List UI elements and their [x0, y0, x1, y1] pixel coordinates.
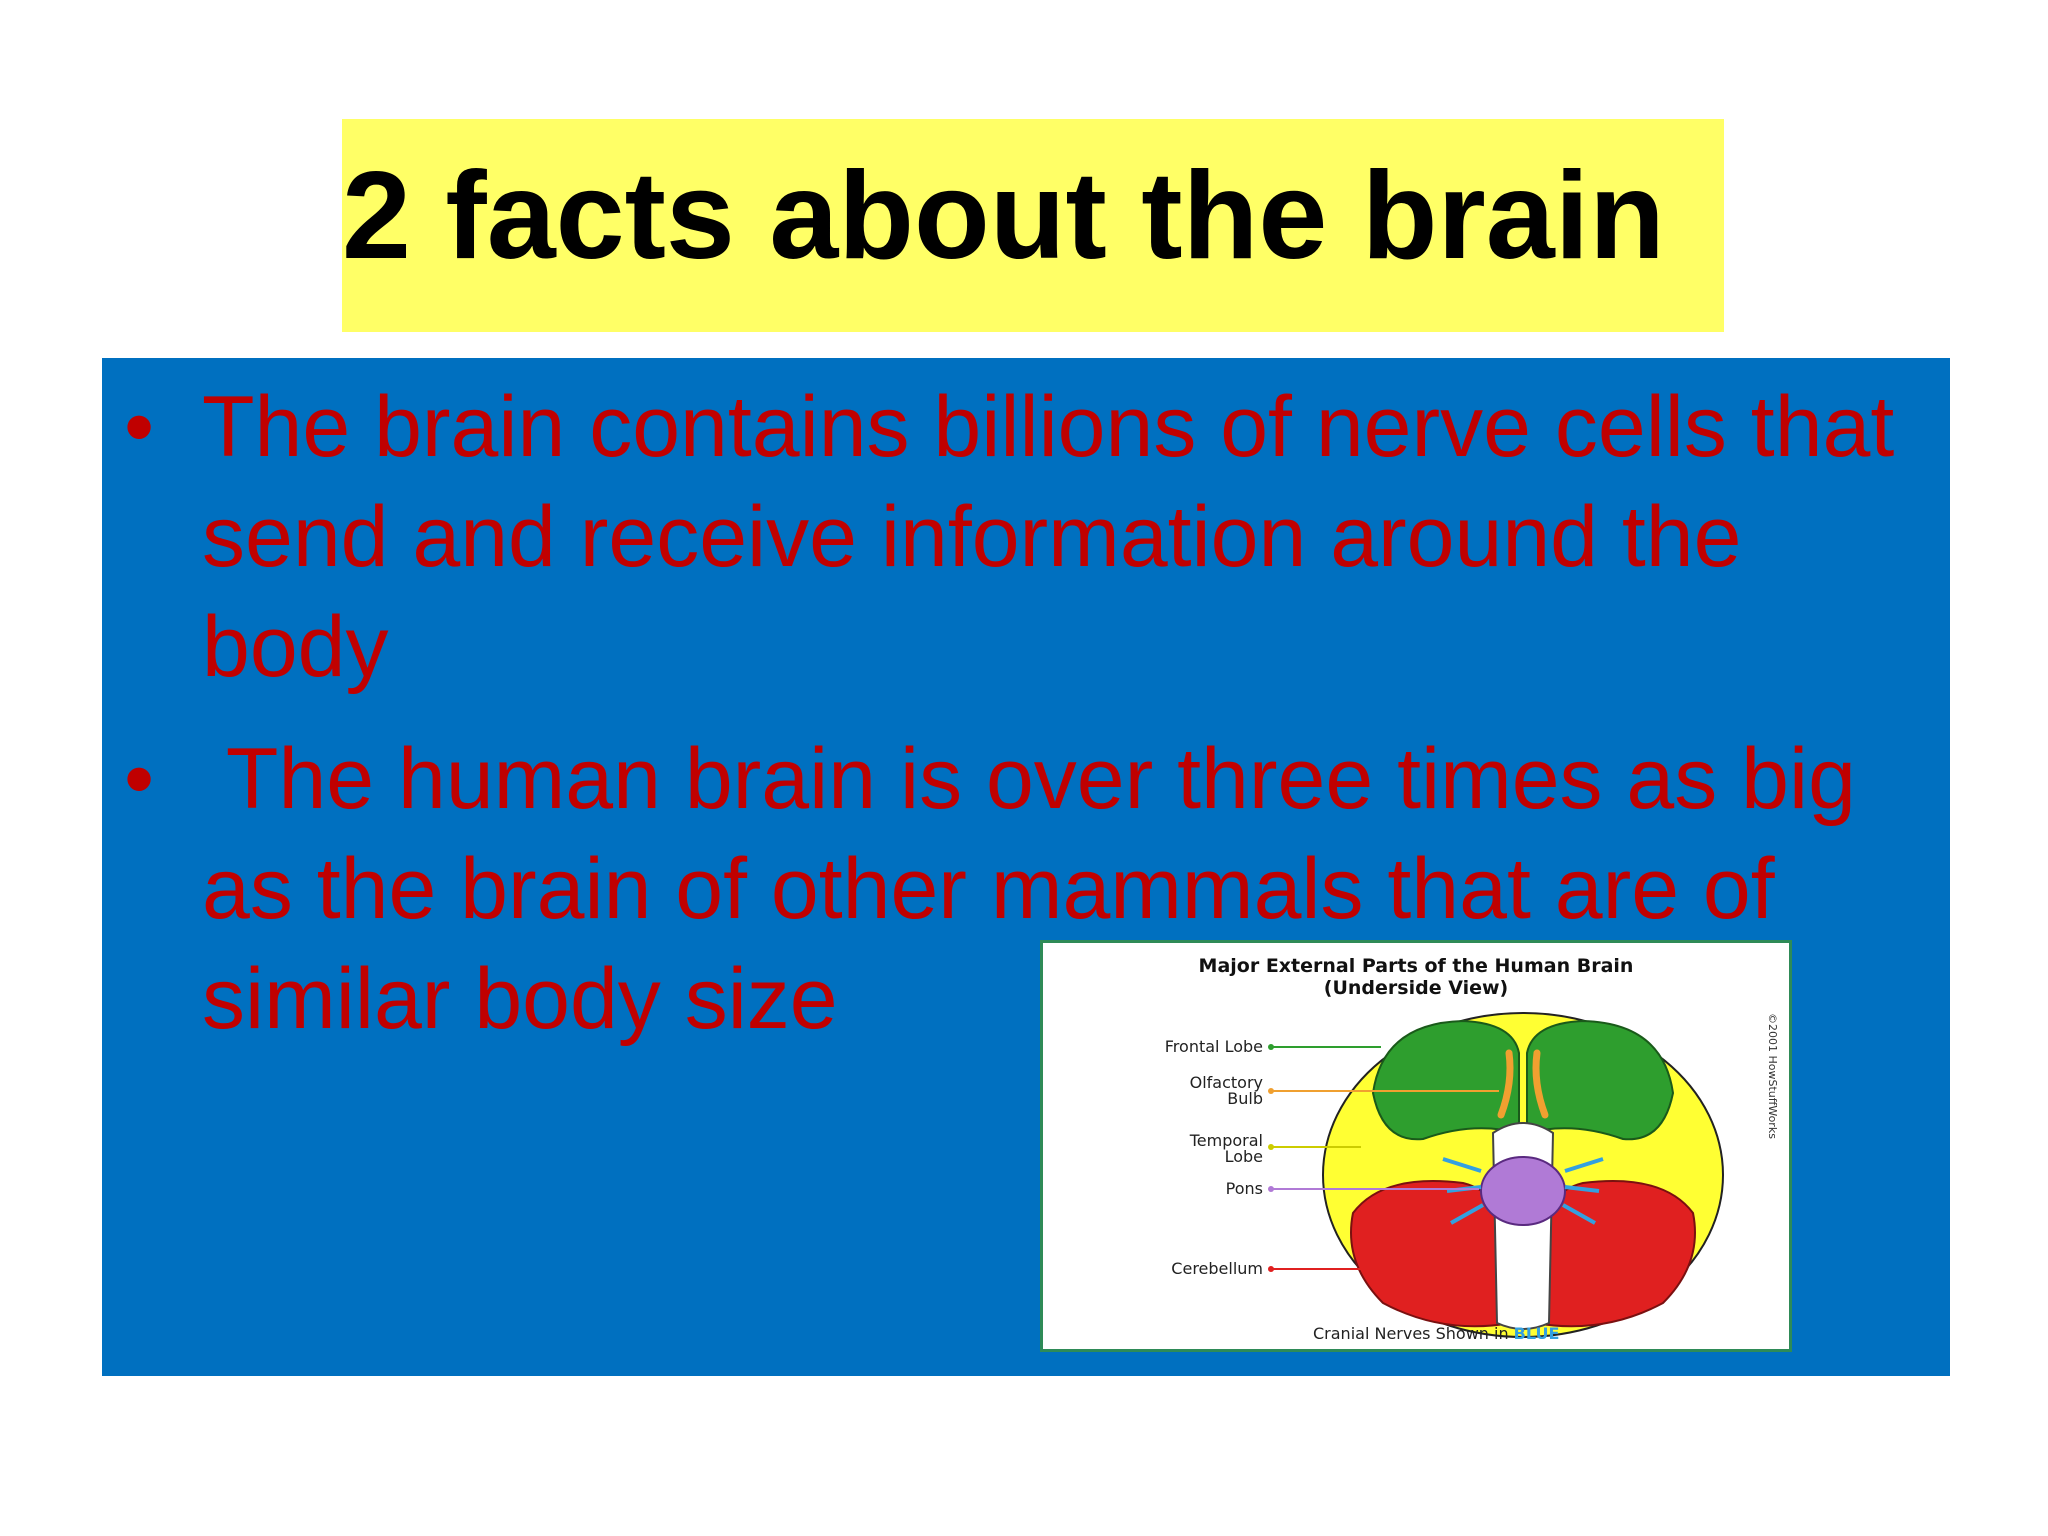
bullet-list: • The brain contains billions of nerve c… — [102, 372, 1950, 1076]
bullet-item: • The human brain is over three times as… — [102, 724, 1950, 1054]
bullet-dot-icon: • — [124, 379, 155, 475]
figure-caption: Cranial Nerves Shown in BLUE — [1313, 1325, 1559, 1343]
brain-diagram: Major External Parts of the Human Brain … — [1040, 940, 1792, 1352]
olfactory-bulb-left-shape — [1497, 1049, 1514, 1119]
pons-shape — [1480, 1156, 1566, 1226]
bullet-text: The brain contains billions of nerve cel… — [202, 379, 1895, 695]
olfactory-bulb-label-2: Bulb — [1227, 1089, 1263, 1108]
temporal-lobe-label-1: Temporal — [1189, 1131, 1263, 1150]
frontal-lobe-right-shape — [1526, 1019, 1675, 1141]
figure-credit: ©2001 HowStuffWorks — [1766, 1013, 1779, 1139]
content-panel: • The brain contains billions of nerve c… — [102, 358, 1950, 1376]
cranial-nerves-shape — [1442, 1157, 1604, 1225]
temporal-lobe-label-2: Lobe — [1224, 1147, 1263, 1166]
olfactory-bulb-label-1: Olfactory — [1189, 1073, 1263, 1092]
pons-label: Pons — [1225, 1179, 1263, 1198]
bullet-text: The human brain is over three times as b… — [202, 731, 1880, 1047]
brain-illustration — [1268, 1012, 1724, 1338]
bullet-dot-icon: • — [124, 731, 155, 827]
figure-title: Major External Parts of the Human Brain — [1198, 955, 1634, 977]
caption-prefix: Cranial Nerves Shown in — [1313, 1324, 1514, 1343]
slide-title: 2 facts about the brain — [342, 147, 1665, 285]
frontal-lobe-label: Frontal Lobe — [1164, 1037, 1263, 1056]
title-box: 2 facts about the brain — [342, 119, 1724, 332]
cerebellum-label: Cerebellum — [1171, 1259, 1263, 1278]
frontal-lobe-left-shape — [1371, 1019, 1520, 1141]
olfactory-bulb-right-shape — [1532, 1049, 1549, 1119]
bullet-item: • The brain contains billions of nerve c… — [102, 372, 1950, 702]
caption-highlight: BLUE — [1513, 1324, 1560, 1343]
figure-subtitle: (Underside View) — [1323, 977, 1509, 999]
